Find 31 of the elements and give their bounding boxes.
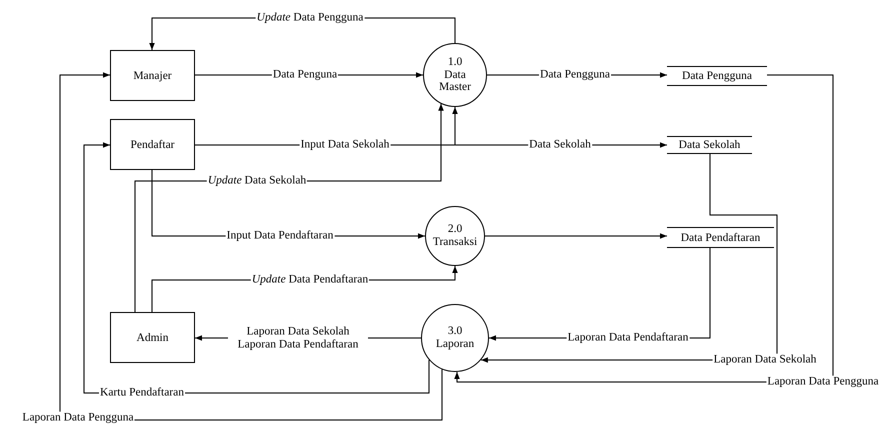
node-label: Manajer [133,70,172,82]
edge-label: Laporan Data Pengguna [21,412,135,424]
edge-label: Laporan Data Sekolah [712,354,818,366]
process-name: Transaksi [432,236,478,249]
data-store [667,227,774,248]
node-label: Data Sekolah [678,139,740,151]
node-label: Data Pengguna [682,70,752,82]
edge-label: Laporan Data Pengguna [766,376,880,388]
edge-label: Input Data Pendaftaran [226,230,334,242]
edge-label: Update Data Pengguna [256,12,364,24]
edge-label: Update Data Pendaftaran [250,274,370,286]
entity-box [110,119,195,170]
entity-box [110,312,195,363]
edge-label: Laporan Data Pendaftaran [566,332,690,344]
flow-arrow [484,233,668,239]
node-label: Admin [136,332,168,344]
edge-label: Input Data Sekolah [300,138,390,152]
node-label: Pendaftar [130,138,175,150]
process-number: 2.0 [446,223,464,236]
edge-label: Laporan Data Sekolah Laporan Data Pendaftaran [228,325,368,351]
node-label: Data Pendaftaran [680,232,760,244]
process-name: Laporan [434,338,476,351]
process-number: 3.0 [446,325,464,338]
edge-label: Update Data Sekolah [206,174,308,188]
entity-box [110,50,195,101]
process-number: 1.0 [446,56,464,69]
flow-arrow [454,74,834,382]
edge-label: Data Pengguna [539,68,611,82]
edge-label: Data Penguna [272,68,338,82]
process-name: Data Master [438,68,472,94]
flow-arrow [60,72,442,420]
